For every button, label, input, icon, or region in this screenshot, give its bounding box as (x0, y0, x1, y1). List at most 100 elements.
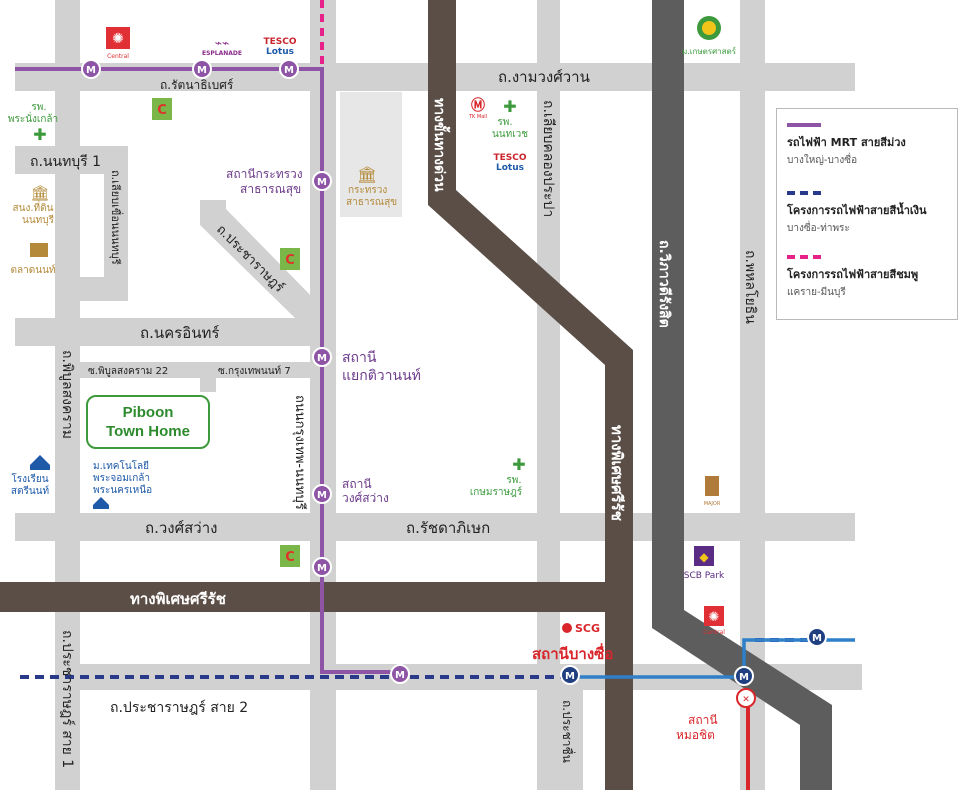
svg-text:นนทเวช: นนทเวช (492, 129, 528, 140)
hospital-cross-icon: ✚ (503, 97, 516, 116)
legend-blue: โครงการรถไฟฟ้าสายสีน้ำเงิน บางซื่อ-ท่าพร… (787, 191, 927, 236)
svg-text:รพ.: รพ. (506, 475, 521, 486)
piboon-line-1: Piboon (122, 404, 174, 421)
school-icon (93, 497, 109, 509)
label-station-mo-chit-2: หมอชิต (676, 728, 715, 742)
bigc-logo: C (280, 248, 300, 270)
svg-text:◆: ◆ (699, 550, 709, 564)
mrt-station-icon: M (390, 664, 410, 684)
legend-blue-sub: บางซื่อ-ท่าพระ (787, 223, 850, 234)
label-nakhon-in: ถ.นครอินทร์ (140, 324, 219, 342)
hospital-kasemrad: ✚ รพ. เกษมราษฎร์ (470, 455, 526, 498)
bigc-logo: C (280, 545, 300, 567)
svg-text:ม.เกษตรศาสตร์: ม.เกษตรศาสตร์ (682, 46, 737, 56)
legend-purple-title: รถไฟฟ้า MRT สายสีม่วง (787, 136, 906, 149)
svg-text:M: M (739, 672, 749, 683)
major-logo: MAJOR (704, 476, 721, 507)
svg-text:พระนครเหนือ: พระนครเหนือ (93, 484, 152, 496)
label-ratchadaphisek: ถ.รัชดาภิเษก (406, 519, 490, 537)
label-liab-khuean: ถ.เลียบเขื่อนนนทบุรี (109, 170, 124, 265)
legend-purple-sub: บางใหญ่-บางซื่อ (787, 155, 858, 166)
expressway-vertical (428, 0, 633, 790)
road-prachachuen-diagonal (200, 208, 320, 318)
svg-text:MAJOR: MAJOR (704, 501, 721, 507)
svg-text:✺: ✺ (112, 31, 124, 47)
label-central-top: Central (107, 53, 129, 60)
legend-blue-swatch (787, 191, 821, 195)
label-prachachuen-2: ถ.ประชาราษฎร์ สาย 2 (110, 699, 248, 716)
label-expressway-chaeng: ทางขั้นทางด่วน (431, 98, 451, 192)
svg-text:M: M (812, 633, 822, 644)
legend-pink-swatch (787, 255, 821, 259)
svg-text:M: M (317, 490, 327, 501)
svg-text:⌁⌁: ⌁⌁ (215, 36, 229, 50)
hospital-cross-icon: ✚ (512, 455, 525, 474)
label-prachachuen-1: ถ.ประชาราษฎร์ สาย 1 (59, 630, 76, 768)
mrt-station-icon: M (312, 171, 332, 191)
svg-text:Lotus: Lotus (266, 47, 294, 57)
label-station-ministry-1: สถานีกระทรวง (226, 167, 303, 181)
svg-text:รพ.: รพ. (31, 102, 46, 113)
svg-text:Lotus: Lotus (496, 163, 524, 173)
piboon-town-home-marker[interactable]: Piboon Town Home (86, 395, 210, 449)
svg-text:M: M (317, 563, 327, 574)
mrt-station-icon: M (807, 627, 827, 647)
svg-text:สตรีนนท์: สตรีนนท์ (11, 485, 49, 497)
label-pibulsongkram: ถ.พิบูลสงคราม (59, 350, 75, 439)
svg-text:M: M (284, 65, 294, 76)
svg-text:ตลาดนนท์: ตลาดนนท์ (11, 264, 56, 276)
soi-pibul-22 (80, 362, 210, 378)
svg-text:โรงเรียน: โรงเรียน (11, 472, 48, 485)
label-station-wongsawang-1: สถานี (342, 477, 372, 491)
soi-krungthep-7 (200, 362, 310, 378)
label-soi-pibul-22: ซ.พิบูลสงคราม 22 (88, 366, 168, 377)
ministry-block (340, 92, 402, 217)
svg-text:M: M (197, 65, 207, 76)
bts-icon: ✕ (736, 688, 756, 708)
label-ngam-wong-wan: ถ.งามวงศ์วาน (498, 68, 590, 86)
legend-blue-title: โครงการรถไฟฟ้าสายสีน้ำเงิน (787, 204, 927, 217)
mrt-station-icon: M (312, 347, 332, 367)
label-expressway-main: ทางพิเศษศรีรัช (130, 590, 226, 608)
mrt-station-icon: M (312, 557, 332, 577)
expressway-horizontal (0, 582, 625, 612)
svg-text:C: C (285, 550, 295, 565)
road-liab-khuean-turn (80, 277, 128, 301)
hospital-nonthavej: ✚ รพ. นนทเวช (492, 97, 528, 140)
svg-text:TESCO: TESCO (493, 153, 526, 163)
purple-line (15, 67, 400, 674)
svg-text:C: C (157, 103, 167, 118)
mrt-station-icon: M (192, 59, 212, 79)
svg-text:TESCO: TESCO (263, 37, 296, 47)
svg-text:นนทบุรี: นนทบุรี (22, 214, 55, 226)
tesco-logo-mid: TESCO Lotus (493, 153, 526, 173)
legend-pink-sub: แคราย-มีนบุรี (787, 287, 846, 298)
svg-text:สนง.ที่ดิน: สนง.ที่ดิน (13, 200, 54, 214)
label-station-bang-sue: สถานีบางซื่อ (532, 643, 613, 663)
bigc-logo: C (152, 98, 172, 120)
road-pracha-chuen-south (555, 690, 583, 790)
label-soi-krungthep-7: ซ.กรุงเทพนนท์ 7 (218, 365, 291, 377)
legend-purple-swatch (787, 123, 821, 127)
expressway (0, 0, 633, 790)
hospital-cross-icon: ✚ (33, 125, 46, 144)
legend-pink: โครงการรถไฟฟ้าสายสีชมพู แคราย-มีนบุรี (787, 255, 918, 300)
svg-text:TK Mall: TK Mall (468, 114, 487, 120)
label-pracha-chuen: ถ.ประชาชื่น (560, 700, 576, 763)
label-station-tiwanon-1: สถานี (342, 350, 377, 366)
tesco-logo-top: TESCO Lotus (263, 37, 296, 57)
svg-text:รพ.: รพ. (497, 117, 512, 128)
svg-text:Central: Central (703, 629, 725, 636)
tk-mall-logo: Ⓜ TK Mall (468, 97, 487, 120)
label-expressway-vertical: ทางพิเศษศรีรัช (608, 425, 626, 521)
school-stri-non: โรงเรียน สตรีนนท์ (11, 455, 50, 497)
kasetsart-logo: ม.เกษตรศาสตร์ (682, 16, 737, 56)
svg-text:M: M (395, 670, 405, 681)
scb-park-logo: ◆ SCB Park (684, 546, 725, 581)
svg-text:พระนั่งเกล้า: พระนั่งเกล้า (8, 111, 58, 125)
svg-text:เกษมราษฎร์: เกษมราษฎร์ (470, 486, 523, 498)
label-station-tiwanon-2: แยกติวานนท์ (342, 367, 421, 384)
road-prachachuen-stub (200, 200, 226, 220)
svg-text:พระจอมเกล้า: พระจอมเกล้า (93, 472, 150, 484)
